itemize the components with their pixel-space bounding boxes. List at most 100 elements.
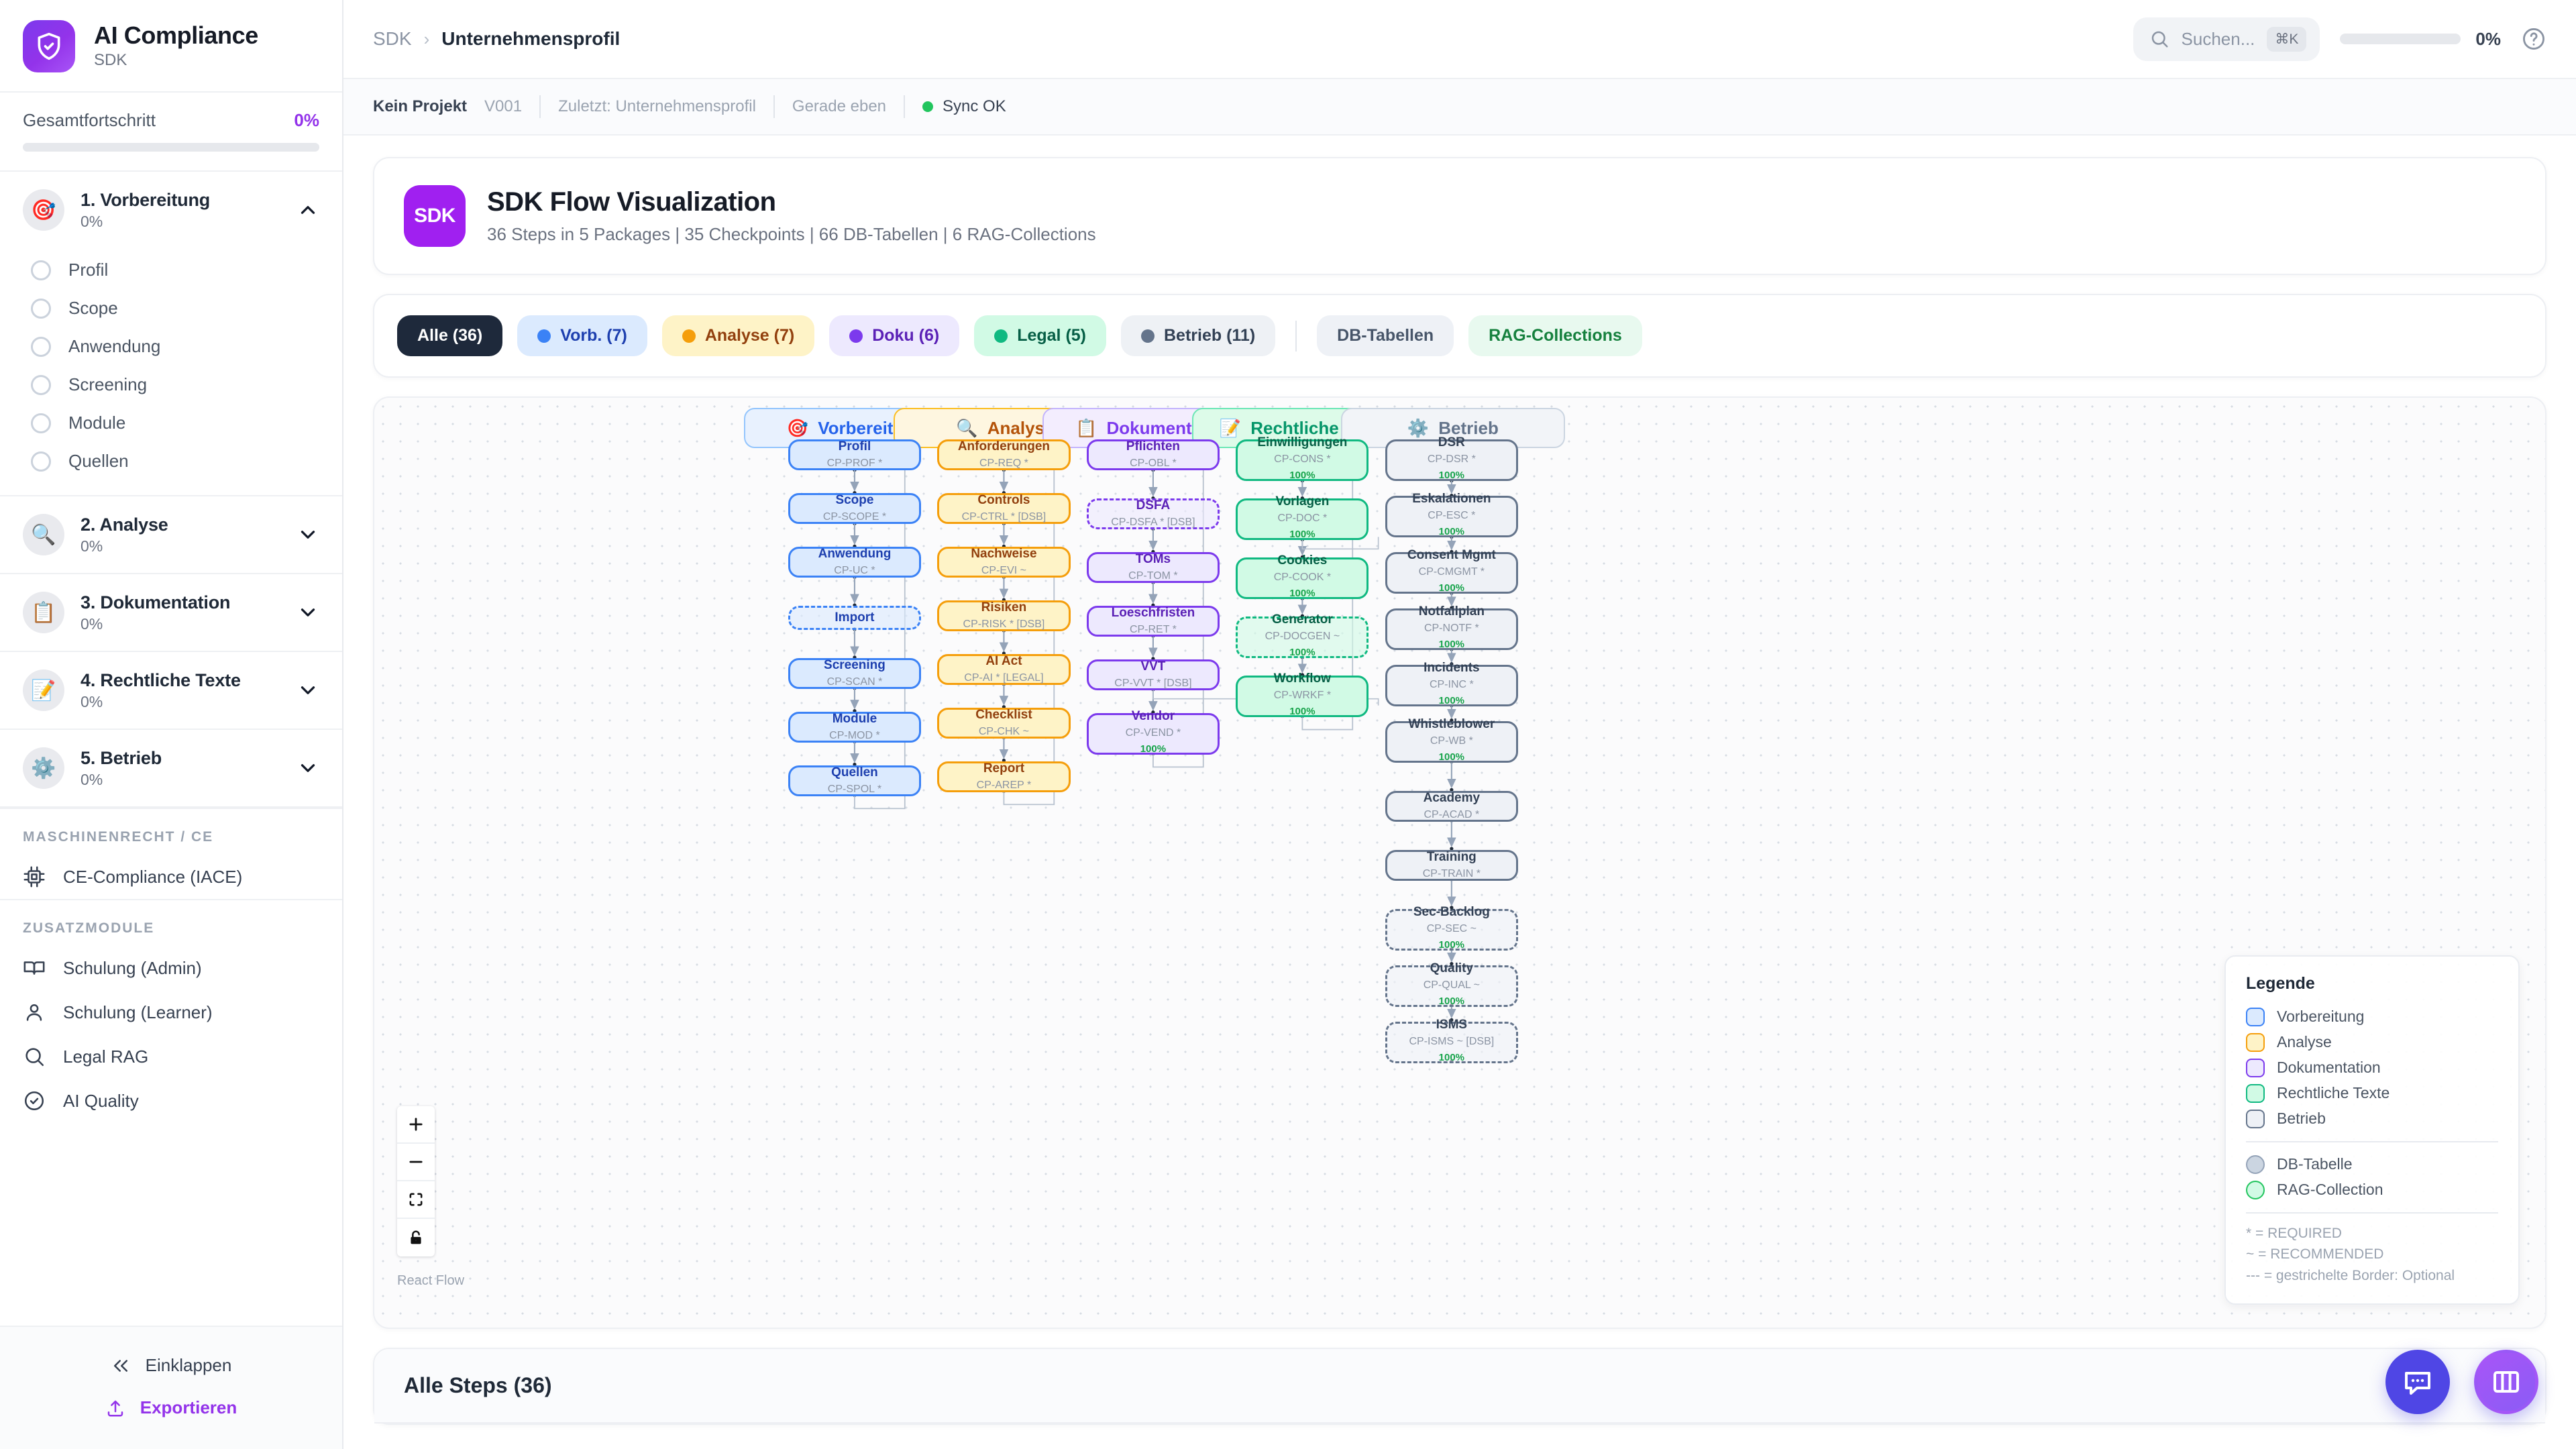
node-title: Loeschfristen <box>1111 606 1195 621</box>
search-shortcut: ⌘K <box>2267 26 2307 52</box>
filter-chip-label: RAG-Collections <box>1489 326 1622 345</box>
filter-chip-secondary-1[interactable]: RAG-Collections <box>1468 315 1642 356</box>
chevron-up-icon[interactable] <box>297 199 319 221</box>
search-icon <box>2151 31 2168 48</box>
node-title: ISMS <box>1436 1018 1468 1032</box>
project-name: Kein Projekt <box>373 97 468 115</box>
chevron-down-icon[interactable] <box>297 523 319 546</box>
sidebar-item-legal-rag[interactable]: Legal RAG <box>0 1034 342 1079</box>
sidebar-item-ai-quality[interactable]: AI Quality <box>0 1079 342 1123</box>
chat-fab[interactable] <box>2385 1350 2450 1414</box>
filter-chip-3[interactable]: Doku (6) <box>829 315 960 356</box>
sidebar-item-quellen[interactable]: Quellen <box>0 442 342 480</box>
sdk-badge: SDK <box>404 185 466 247</box>
sidebar-item-schulung-learner[interactable]: Schulung (Learner) <box>0 990 342 1034</box>
zoom-in-icon[interactable] <box>397 1106 435 1144</box>
zoom-out-icon[interactable] <box>397 1144 435 1181</box>
version-badge: V001 <box>484 97 523 115</box>
filter-chip-5[interactable]: Betrieb (11) <box>1121 315 1276 356</box>
chevrons-left-icon <box>113 1359 127 1372</box>
react-flow-attribution[interactable]: React Flow <box>397 1273 465 1288</box>
collapse-sidebar-button[interactable]: Einklappen <box>0 1344 342 1387</box>
sidebar-item-anwendung[interactable]: Anwendung <box>0 327 342 366</box>
filter-chip-2[interactable]: Analyse (7) <box>661 315 815 356</box>
chevron-down-icon[interactable] <box>297 601 319 624</box>
chevron-down-icon[interactable] <box>297 757 319 780</box>
sidebar-item-profil[interactable]: Profil <box>0 251 342 289</box>
filter-chip-secondary-0[interactable]: DB-Tabellen <box>1317 315 1454 356</box>
breadcrumb: SDK › Unternehmensprofil <box>373 28 620 50</box>
sidebar-item-scope[interactable]: Scope <box>0 289 342 327</box>
export-button[interactable]: Exportieren <box>0 1387 342 1429</box>
flow-node-vorbereitung-3[interactable]: Import <box>788 606 922 630</box>
legend-title: Legende <box>2246 973 2315 993</box>
node-code: CP-ACAD * <box>1424 809 1480 821</box>
sidebar-footer: Einklappen Exportieren <box>0 1326 342 1449</box>
breadcrumb-root[interactable]: SDK <box>373 28 412 49</box>
search-input[interactable]: Suchen... ⌘K <box>2133 17 2320 61</box>
sidebar-brand[interactable]: AI Compliance SDK <box>0 0 342 93</box>
panel-fab[interactable] <box>2474 1350 2538 1414</box>
filter-chip-1[interactable]: Vorb. (7) <box>517 315 647 356</box>
lock-icon[interactable] <box>397 1219 435 1256</box>
flow-canvas[interactable]: 🎯Vorbereitung🔍Analyse📋Dokumentation📝Rech… <box>373 396 2546 1329</box>
legend-row-0: Vorbereitung <box>2246 1004 2498 1030</box>
phase-progress: 0% <box>80 770 103 788</box>
sidebar-item-screening[interactable]: Screening <box>0 366 342 404</box>
node-title: Incidents <box>1424 661 1480 676</box>
node-title: Vendor <box>1131 709 1175 724</box>
floating-actions <box>2385 1350 2538 1414</box>
node-title: Scope <box>835 493 874 508</box>
sidebar-item-ce-compliance[interactable]: CE-Compliance (IACE) <box>0 855 342 899</box>
help-circle-icon[interactable] <box>2521 26 2546 52</box>
node-title: Cookies <box>1277 553 1328 568</box>
sidebar-item-schulung-admin[interactable]: Schulung (Admin) <box>0 946 342 990</box>
filter-chip-0[interactable]: Alle (36) <box>397 315 503 356</box>
sidebar-item-module[interactable]: Module <box>0 404 342 442</box>
node-code: CP-CONS * <box>1274 453 1331 466</box>
fit-view-icon[interactable] <box>397 1181 435 1219</box>
filter-chip-4[interactable]: Legal (5) <box>974 315 1106 356</box>
chevron-down-icon[interactable] <box>297 679 319 702</box>
